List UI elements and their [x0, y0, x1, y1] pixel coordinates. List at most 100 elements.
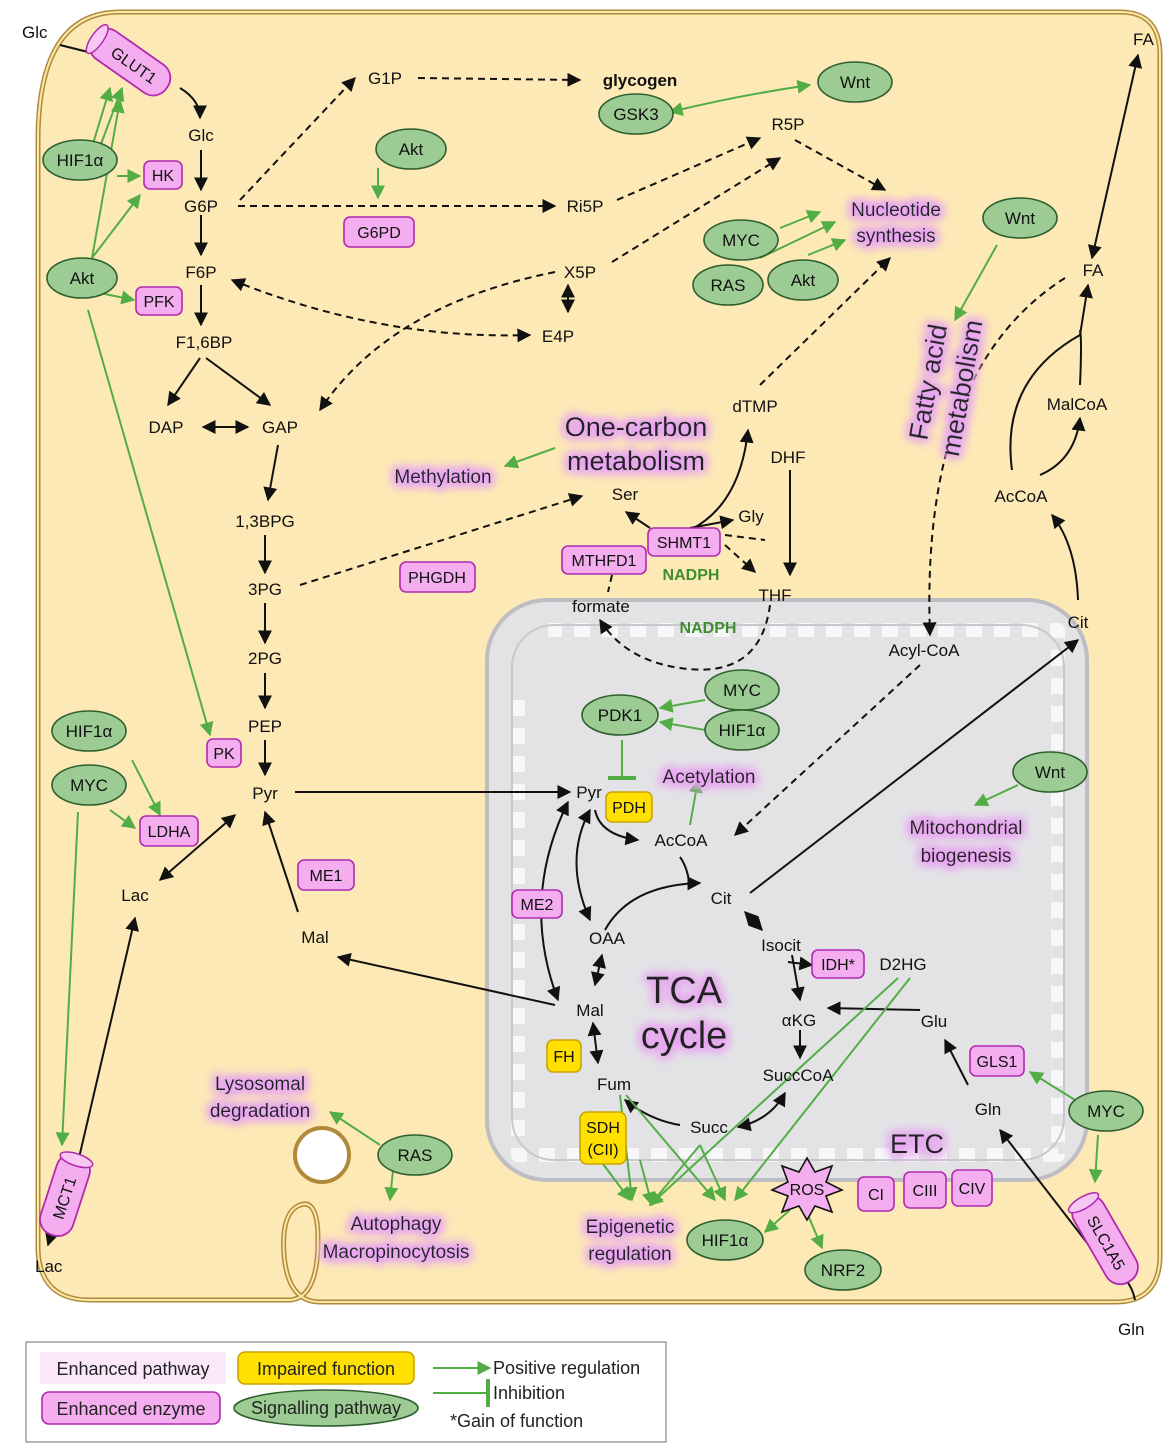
pathway-autophagy: Autophagy: [351, 1214, 442, 1235]
legend: Enhanced pathway Enhanced enzyme Impaire…: [25, 1341, 667, 1443]
nadph-label-2: NADPH: [680, 620, 737, 637]
mct1-transporter: MCT1: [39, 1151, 94, 1237]
enzyme-pfk: PFK: [135, 286, 183, 316]
svg-text:CIV: CIV: [959, 1181, 986, 1198]
met-acylcoa: Acyl-CoA: [889, 641, 961, 660]
svg-text:MTHFD1: MTHFD1: [572, 553, 637, 570]
svg-text:PHGDH: PHGDH: [408, 570, 466, 587]
met-r5p: R5P: [771, 115, 804, 134]
pathway-lysosomal-2: degradation: [210, 1101, 310, 1122]
ros-burst: ROS: [770, 1156, 844, 1222]
met-accoa-mito: AcCoA: [655, 831, 709, 850]
met-g1p: G1P: [368, 69, 402, 88]
met-pyr: Pyr: [252, 784, 278, 803]
mitochondrion: [485, 598, 1089, 1182]
met-gap: GAP: [262, 418, 298, 437]
met-malcoa: MalCoA: [1047, 395, 1108, 414]
enzyme-hk: HK: [143, 160, 183, 190]
sig-ras-bottom: RAS: [377, 1134, 453, 1176]
met-pyr-mito: Pyr: [576, 783, 602, 802]
met-lac: Lac: [121, 886, 149, 905]
met-ri5p: Ri5P: [567, 197, 604, 216]
enzyme-pk: PK: [206, 738, 242, 768]
svg-text:PDK1: PDK1: [598, 706, 642, 725]
svg-text:GLS1: GLS1: [977, 1054, 1018, 1071]
met-pep: PEP: [248, 717, 282, 736]
met-13bpg: 1,3BPG: [235, 512, 295, 531]
svg-text:PDH: PDH: [612, 800, 646, 817]
met-g6p: G6P: [184, 197, 218, 216]
met-accoa-cyto: AcCoA: [995, 487, 1049, 506]
svg-text:MYC: MYC: [1087, 1102, 1125, 1121]
svg-text:Wnt: Wnt: [1035, 763, 1066, 782]
sig-gsk3: GSK3: [598, 93, 674, 135]
svg-text:PK: PK: [213, 746, 235, 763]
svg-text:RAS: RAS: [711, 276, 746, 295]
svg-text:ROS: ROS: [790, 1182, 825, 1199]
enzyme-ldha: LDHA: [139, 815, 199, 847]
svg-text:Wnt: Wnt: [840, 73, 871, 92]
metabolites: Glc G6P F6P F1,6BP DAP GAP 1,3BPG 3PG 2P…: [121, 69, 1108, 1137]
sig-hif1a-top: HIF1α: [42, 139, 118, 181]
met-mal-cyto: Mal: [301, 928, 328, 947]
pathway-mito-bio-2: biogenesis: [921, 846, 1012, 867]
met-f6p: F6P: [185, 263, 216, 282]
sig-nrf2: NRF2: [804, 1249, 882, 1291]
svg-text:HK: HK: [152, 168, 175, 185]
sig-wnt-top: Wnt: [817, 61, 893, 103]
ext-glc: Glc: [22, 23, 48, 42]
met-glycogen: glycogen: [603, 71, 678, 90]
sig-hif1a-pdk: HIF1α: [704, 709, 780, 751]
met-succ: Succ: [690, 1118, 728, 1137]
legend-gain: *Gain of function: [450, 1411, 583, 1431]
met-gln: Gln: [975, 1100, 1001, 1119]
svg-text:CI: CI: [868, 1187, 884, 1204]
enzyme-ciii: CIII: [903, 1171, 947, 1209]
ext-lac: Lac: [35, 1257, 63, 1276]
legend-impaired: Impaired function: [257, 1359, 395, 1379]
pathway-epigenetic-2: regulation: [588, 1244, 671, 1265]
met-thf: THF: [758, 586, 791, 605]
pathway-tca-1: TCA: [646, 970, 723, 1012]
svg-text:ME2: ME2: [521, 897, 554, 914]
legend-positive: Positive regulation: [493, 1358, 640, 1378]
lysosome: [293, 1126, 351, 1184]
met-cit-cyto: Cit: [1068, 613, 1089, 632]
met-3pg: 3PG: [248, 580, 282, 599]
met-dap: DAP: [149, 418, 184, 437]
sig-akt-nuc: Akt: [767, 259, 839, 301]
sig-myc-nuc: MYC: [703, 219, 779, 261]
svg-text:Akt: Akt: [70, 269, 95, 288]
met-2pg: 2PG: [248, 649, 282, 668]
legend-signalling: Signalling pathway: [251, 1398, 401, 1418]
svg-text:FH: FH: [553, 1049, 574, 1066]
met-e4p: E4P: [542, 327, 574, 346]
legend-inhibition: Inhibition: [493, 1383, 565, 1403]
met-fum: Fum: [597, 1075, 631, 1094]
svg-text:NRF2: NRF2: [821, 1261, 865, 1280]
sig-myc-pdk: MYC: [704, 669, 780, 711]
pathway-nucleotide-1: Nucleotide: [851, 200, 941, 221]
regulation-arrows: [55, 79, 1103, 1250]
pathway-macropinocytosis: Macropinocytosis: [323, 1242, 470, 1263]
svg-text:RAS: RAS: [398, 1146, 433, 1165]
svg-text:ME1: ME1: [310, 868, 343, 885]
met-dhf: DHF: [771, 448, 806, 467]
svg-text:Wnt: Wnt: [1005, 209, 1036, 228]
enzyme-me1: ME1: [297, 859, 355, 891]
met-oaa: OAA: [589, 929, 626, 948]
enzyme-idh: IDH*: [811, 949, 865, 979]
svg-text:GSK3: GSK3: [613, 105, 658, 124]
svg-text:MYC: MYC: [722, 231, 760, 250]
sig-hif1a-left: HIF1α: [51, 710, 127, 752]
met-formate: formate: [572, 597, 630, 616]
svg-text:IDH*: IDH*: [821, 957, 855, 974]
svg-text:Akt: Akt: [399, 140, 424, 159]
svg-text:HIF1α: HIF1α: [66, 722, 113, 741]
sig-ras-nuc: RAS: [692, 264, 764, 306]
met-glu: Glu: [921, 1012, 947, 1031]
sig-akt-g6pd: Akt: [375, 128, 447, 170]
enzyme-civ: CIV: [951, 1169, 993, 1207]
svg-text:SDH: SDH: [586, 1120, 620, 1137]
sig-myc-left: MYC: [51, 764, 127, 806]
